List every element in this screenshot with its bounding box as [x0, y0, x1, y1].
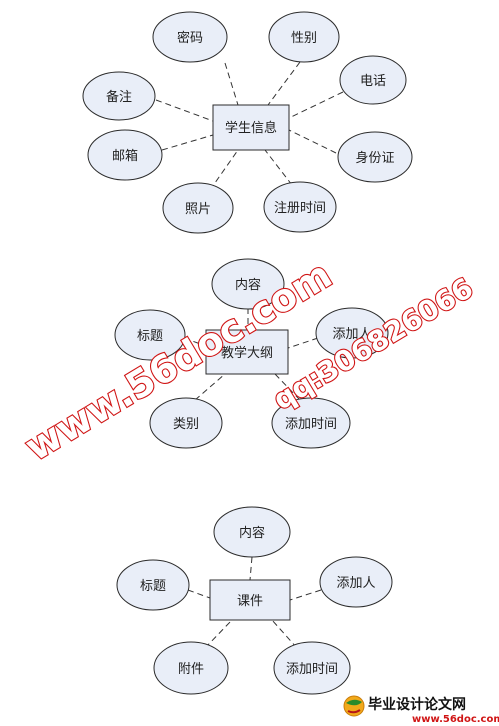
attribute-ellipse: [315, 307, 389, 359]
connector: [287, 337, 319, 349]
attribute-ellipse: [114, 309, 186, 361]
entity-box: [205, 329, 289, 375]
connector: [161, 134, 214, 151]
entity-label: 教学大纲: [221, 345, 273, 361]
attribute-label: 添加时间: [286, 662, 338, 677]
er-diagram-courseware: 课件 内容 标题 添加人 附件 添加时间: [116, 506, 393, 695]
connector: [288, 129, 337, 154]
footer-brand: 毕业设计论文网 www.56doc.com: [343, 695, 499, 725]
attribute-label: 密码: [177, 30, 203, 46]
connector: [264, 149, 293, 186]
attribute-label: 注册时间: [274, 201, 326, 216]
attribute-label: 内容: [235, 277, 261, 293]
footer-brand-url: www.56doc.com: [412, 714, 499, 725]
connector: [187, 589, 211, 599]
entity-label: 学生信息: [225, 120, 277, 136]
attribute-label: 内容: [239, 525, 265, 541]
attribute-ellipse: [263, 181, 337, 233]
connector: [183, 337, 207, 347]
attribute-ellipse: [211, 258, 285, 310]
attribute-label: 邮箱: [112, 148, 138, 164]
attribute-label: 添加人: [336, 576, 375, 591]
attribute-label: 添加人: [332, 327, 371, 342]
attribute-label: 标题: [137, 329, 163, 344]
connector: [289, 589, 322, 601]
connector: [194, 373, 226, 401]
connector: [274, 373, 301, 401]
attribute-ellipse: [213, 506, 291, 558]
connector: [288, 91, 344, 119]
attribute-label: 性别: [291, 31, 317, 46]
attribute-label: 添加时间: [285, 417, 337, 432]
connector: [209, 149, 239, 191]
attribute-ellipse: [153, 641, 229, 695]
connector: [155, 99, 214, 122]
footer-brand-title: 毕业设计论文网: [368, 696, 466, 713]
er-diagram-syllabus: 教学大纲 内容 标题 添加人 类别 添加时间: [114, 258, 389, 449]
entity-box: [209, 579, 291, 621]
connector: [267, 61, 301, 106]
connector: [249, 556, 253, 581]
attribute-ellipse: [319, 556, 393, 608]
attribute-label: 类别: [173, 417, 199, 432]
connector: [224, 62, 239, 106]
attribute-label: 电话: [360, 74, 386, 89]
attribute-ellipse: [82, 71, 156, 121]
entity-label: 课件: [237, 594, 263, 609]
globe-logo-icon: [343, 695, 365, 717]
entity-box: [212, 104, 290, 151]
attribute-ellipse: [116, 559, 190, 611]
connector: [271, 619, 298, 649]
connector: [204, 619, 233, 649]
er-diagram-student-info: 学生信息 密码 性别 备注 电话 邮箱 身份证 照片 注册时间: [82, 11, 413, 234]
attribute-ellipse: [162, 182, 234, 234]
attribute-label: 身份证: [355, 150, 394, 166]
attribute-ellipse: [152, 11, 228, 63]
attribute-ellipse: [339, 55, 407, 105]
attribute-ellipse: [87, 129, 163, 181]
attribute-ellipse: [149, 397, 223, 449]
attribute-label: 照片: [185, 202, 211, 217]
attribute-ellipse: [273, 641, 351, 695]
attribute-ellipse: [268, 11, 340, 63]
attribute-ellipse: [271, 397, 351, 449]
attribute-label: 备注: [106, 89, 132, 105]
attribute-ellipse: [337, 131, 413, 183]
attribute-label: 附件: [178, 662, 204, 677]
attribute-label: 标题: [140, 579, 166, 594]
